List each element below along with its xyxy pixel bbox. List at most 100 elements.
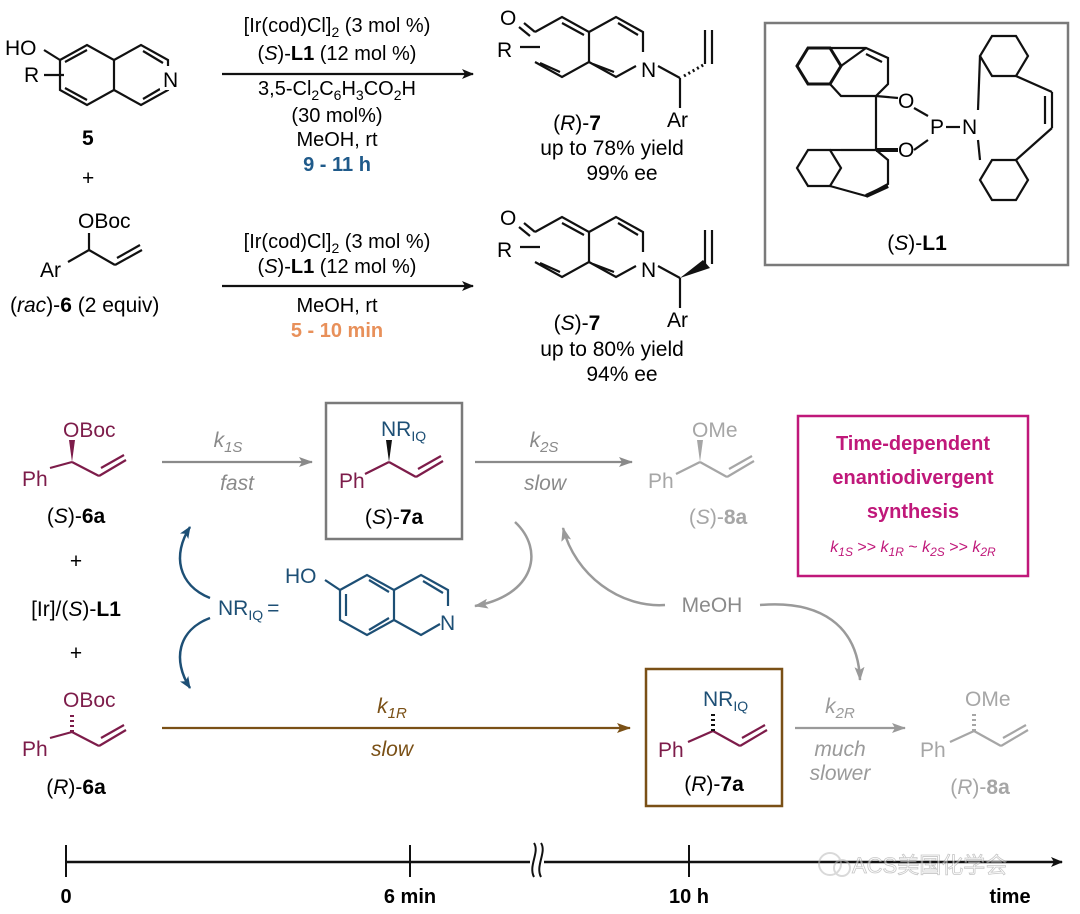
- S6a-oboc: OBoc: [63, 419, 116, 442]
- product-R7-structure: [518, 15, 714, 108]
- product-R7-r: R: [497, 39, 512, 62]
- R7a-structure: [687, 711, 768, 747]
- summary-line3: synthesis: [867, 501, 959, 523]
- R6a-oboc: OBoc: [63, 689, 116, 712]
- reaction1-acid: 3,5-Cl2C6H3CO2H: [258, 78, 416, 103]
- product-S7-n: N: [641, 259, 656, 282]
- ligand-o2: O: [898, 139, 914, 162]
- timeline-break-icon: [530, 842, 544, 878]
- compound-6-oboc: OBoc: [78, 210, 131, 233]
- product-R7-label: (R)-7: [553, 112, 601, 135]
- S6a-structure: [49, 454, 127, 477]
- wechat-icon: [818, 852, 842, 876]
- ligand-n: N: [962, 116, 977, 139]
- product-S7-ee: 94% ee: [586, 363, 657, 386]
- reaction1-solvent: MeOH, rt: [296, 129, 378, 151]
- k1S-label: k1S: [214, 429, 243, 456]
- product-S7-yield: up to 80% yield: [540, 338, 684, 361]
- S7a-ph: Ph: [339, 470, 365, 493]
- product-S7-label: (S)-7: [554, 312, 601, 335]
- product-S7-wedge-bond: [680, 260, 710, 278]
- product-R7-yield: up to 78% yield: [540, 137, 684, 160]
- summary-line2: enantiodivergent: [832, 467, 993, 489]
- S6a-wedge-bond: [69, 440, 75, 462]
- nriq-arrow-up: [178, 526, 211, 600]
- timeline-axis-label: time: [989, 886, 1030, 908]
- reaction1-acid-loading: (30 mol%): [291, 105, 382, 127]
- S7a-box: [324, 401, 464, 541]
- k1S-speed: fast: [220, 472, 255, 495]
- reaction2-ligand: (S)-L1 (12 mol %): [258, 256, 417, 278]
- S8a-ome: OMe: [692, 419, 738, 442]
- compound-5-n: N: [163, 69, 178, 92]
- summary-line1: Time-dependent: [836, 433, 990, 455]
- product-S7-oxo: O: [500, 207, 516, 230]
- R8a-ome: OMe: [965, 688, 1011, 711]
- nriq-oh: HO: [285, 565, 317, 588]
- ligand-box: [763, 21, 1070, 267]
- R7a-box: [644, 667, 784, 808]
- reaction1-catalyst: [Ir(cod)Cl]2 (3 mol %): [244, 15, 431, 40]
- k1R-label: k1R: [377, 695, 407, 722]
- ligand-p: P: [930, 116, 944, 139]
- compound-6-label: (rac)-6 (2 equiv): [10, 294, 159, 317]
- timeline-label-10h: 10 h: [669, 886, 709, 908]
- reaction1-ligand-line: (S)-L1 (12 mol %): [258, 43, 417, 65]
- S7a-nr: NRIQ: [381, 418, 426, 444]
- S6a-label: (S)-6a: [47, 505, 106, 528]
- k2R-speed-1: much: [814, 738, 865, 761]
- compound-5-oh: HO: [5, 37, 37, 60]
- R7a-label: (R)-7a: [684, 773, 744, 796]
- nriq-n: N: [440, 612, 455, 635]
- R8a-ph: Ph: [920, 739, 946, 762]
- watermark-text: ACS美国化学会: [852, 853, 1007, 878]
- S6a-ph: Ph: [22, 468, 48, 491]
- reaction1-time: 9 - 11 h: [303, 154, 371, 176]
- S7a-structure: [364, 455, 444, 478]
- product-R7-oxo: O: [500, 7, 516, 30]
- plus-sign-1: +: [70, 550, 82, 573]
- S8a-wedge-bond: [697, 440, 703, 462]
- ligand-o1: O: [898, 90, 914, 113]
- product-S7-r: R: [497, 239, 512, 262]
- summary-rate-order: k1S >> k1R ~ k2S >> k2R: [830, 539, 996, 559]
- summary-box: [796, 414, 1030, 578]
- plus-sign-2: +: [70, 642, 82, 665]
- product-R7-ar: Ar: [667, 109, 688, 132]
- compound-5-r: R: [24, 64, 39, 87]
- product-S7-structure: [518, 215, 714, 308]
- product-S7-ar: Ar: [667, 309, 688, 332]
- nriq-def-label: NRIQ=: [218, 597, 279, 623]
- meoh-label: MeOH: [682, 594, 743, 617]
- reaction2-solvent: MeOH, rt: [296, 295, 378, 317]
- ligand-label: (S)-L1: [887, 232, 947, 255]
- S8a-structure: [675, 455, 755, 478]
- S7a-wedge-bond: [386, 440, 392, 462]
- plus-sign-top: +: [82, 167, 94, 190]
- compound-6-structure: [67, 233, 143, 266]
- k2R-label: k2R: [825, 695, 855, 722]
- nriq-arrow-down: [178, 616, 211, 689]
- ligand-L1-structure: [795, 34, 1054, 202]
- timeline-label-0: 0: [60, 886, 71, 908]
- compound-6-ar: Ar: [40, 259, 61, 282]
- R8a-label: (R)-8a: [950, 776, 1010, 799]
- reaction2-time: 5 - 10 min: [291, 320, 383, 342]
- R6a-structure: [49, 712, 127, 747]
- k1R-speed: slow: [371, 738, 415, 761]
- nriq-isoquinoline-structure: [324, 573, 450, 637]
- product-R7-n: N: [641, 59, 656, 82]
- S8a-ph: Ph: [648, 470, 674, 493]
- S7a-label: (S)-7a: [365, 506, 424, 529]
- watermark: ACS美国化学会: [818, 852, 1008, 878]
- R7a-ph: Ph: [658, 739, 684, 762]
- R8a-structure: [949, 711, 1029, 747]
- k2R-speed-2: slower: [810, 762, 872, 785]
- compound-5-structure: [43, 43, 170, 107]
- S8a-label: (S)-8a: [689, 506, 748, 529]
- reaction2-catalyst: [Ir(cod)Cl]2 (3 mol %): [244, 231, 431, 256]
- product-R7-ee: 99% ee: [586, 162, 657, 185]
- catalyst-label: [Ir]/(S)-L1: [31, 598, 121, 621]
- R7a-nr: NRIQ: [703, 688, 748, 714]
